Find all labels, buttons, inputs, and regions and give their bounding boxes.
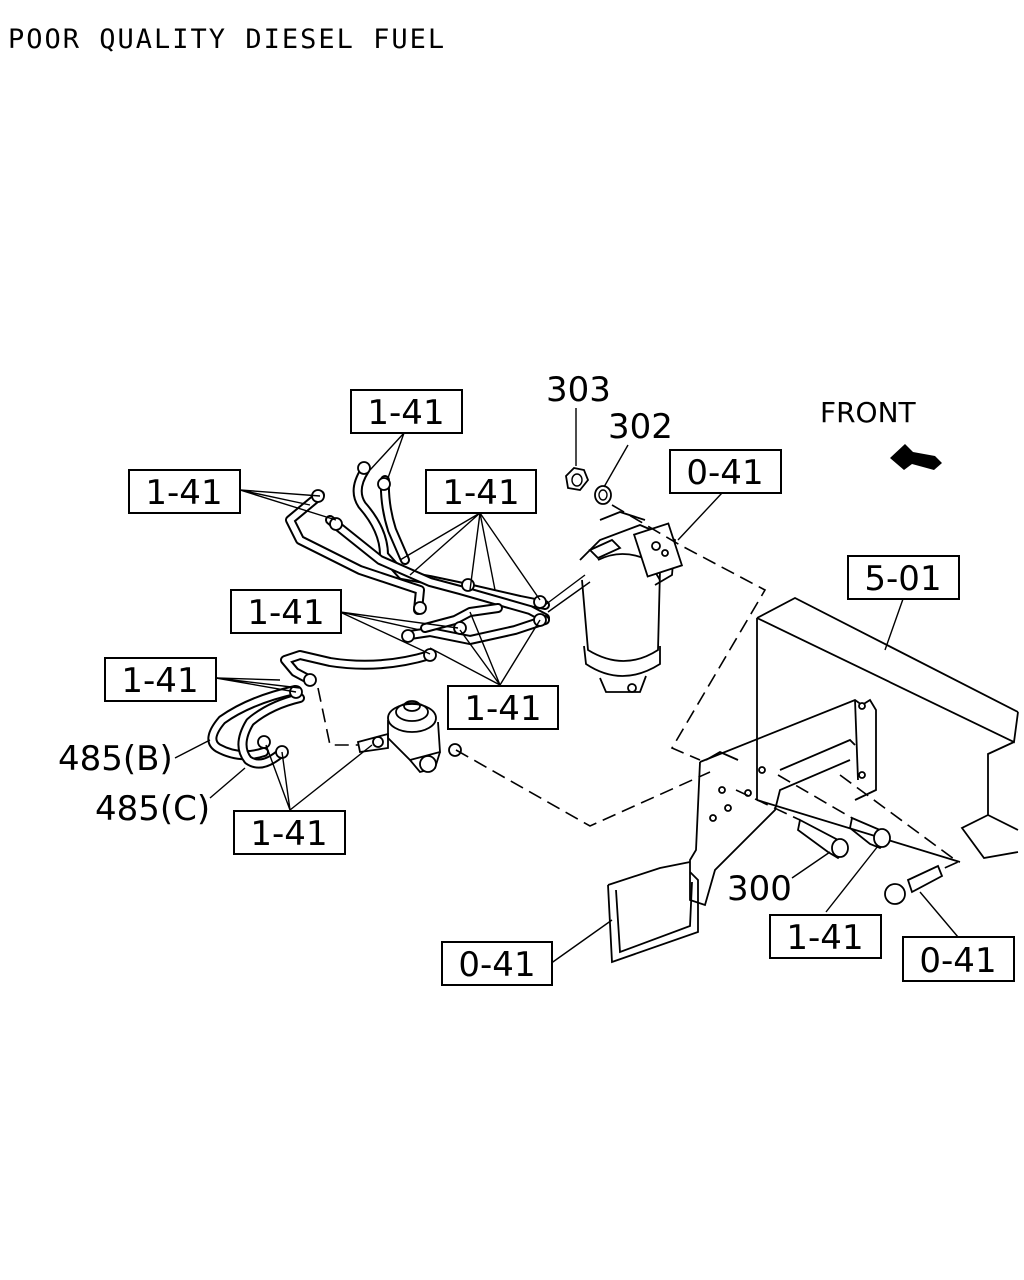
callout-label: 1-41 — [121, 661, 198, 701]
fuel-filter — [579, 511, 684, 693]
fuel-lines — [207, 465, 591, 769]
callout-0-41-bolt: 0-41 — [902, 936, 1015, 982]
frame-rail — [756, 596, 1019, 863]
callout-1-41-center-left: 1-41 — [230, 589, 342, 634]
callout-label: 1-41 — [786, 918, 863, 958]
mounting-bracket — [607, 698, 877, 964]
callout-1-41-center-lower: 1-41 — [447, 685, 559, 730]
callout-0-41-bracket: 0-41 — [441, 941, 553, 986]
bolt-300 — [797, 818, 849, 860]
part-number-485b: 485(B) — [58, 739, 173, 779]
callout-label: 0-41 — [686, 453, 763, 493]
callout-label: 0-41 — [919, 941, 996, 981]
callout-1-41-left-lower: 1-41 — [104, 657, 217, 702]
part-number-302: 302 — [608, 407, 673, 447]
reference-lines — [317, 504, 960, 871]
callout-label: 1-41 — [367, 393, 444, 433]
part-number-303: 303 — [546, 370, 611, 410]
callout-1-41-top: 1-41 — [350, 389, 463, 434]
diagram-title: POOR QUALITY DIESEL FUEL — [8, 24, 447, 55]
callout-label: 1-41 — [442, 473, 519, 513]
callout-label: 5-01 — [864, 559, 941, 599]
callout-5-01-frame: 5-01 — [847, 555, 960, 600]
part-number-485c: 485(C) — [95, 789, 210, 829]
bolt-141 — [849, 816, 891, 850]
callout-label: 1-41 — [145, 473, 222, 513]
pipe-clamps — [257, 461, 547, 759]
washer-302 — [594, 485, 612, 505]
bolt-041 — [884, 864, 944, 905]
callout-1-41-bottom-left: 1-41 — [233, 810, 346, 855]
front-label: FRONT — [820, 396, 917, 429]
callout-label: 1-41 — [247, 593, 324, 633]
nut-303 — [565, 467, 590, 491]
part-number-300: 300 — [727, 869, 792, 909]
priming-pump — [356, 700, 462, 774]
callout-label: 1-41 — [250, 814, 327, 854]
callout-1-41-left-upper: 1-41 — [128, 469, 241, 514]
callout-label: 0-41 — [458, 945, 535, 985]
callout-1-41-center-upper: 1-41 — [425, 469, 537, 514]
callout-label: 1-41 — [464, 689, 541, 729]
leader-lines — [174, 408, 959, 965]
front-arrow-icon — [890, 444, 942, 470]
callout-1-41-bolt: 1-41 — [769, 914, 882, 959]
callout-0-41-filter: 0-41 — [669, 449, 782, 494]
